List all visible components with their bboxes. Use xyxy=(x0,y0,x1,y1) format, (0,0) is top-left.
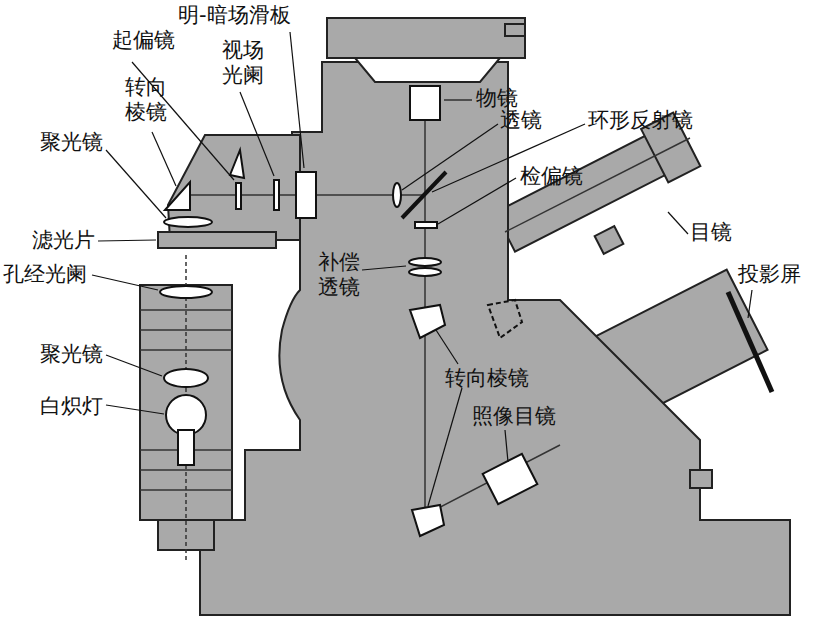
stage xyxy=(327,18,525,58)
field-diaphragm xyxy=(274,180,279,210)
turning-prism xyxy=(410,305,445,338)
part-label: 透镜 xyxy=(500,108,542,133)
part-label: 目镜 xyxy=(690,220,732,245)
part-label: 补偿 透镜 xyxy=(318,250,363,300)
turning-prism xyxy=(165,182,190,210)
aperture-diaphragm xyxy=(160,286,212,298)
stage-knob xyxy=(505,24,525,36)
part-label: 转向棱镜 xyxy=(445,366,529,391)
slide xyxy=(296,172,316,218)
analyzer xyxy=(415,222,437,228)
condenser-lens xyxy=(164,217,212,227)
part-label: 环形反射镜 xyxy=(588,108,693,133)
objective xyxy=(410,86,440,120)
knob xyxy=(690,470,712,488)
polarizer-lever xyxy=(230,150,244,178)
ring-mirror xyxy=(402,172,446,218)
part-label: 视场 光阑 xyxy=(222,38,267,88)
filter-plate xyxy=(158,232,276,248)
part-label: 物镜 xyxy=(476,86,518,111)
knob xyxy=(595,226,624,254)
turning-prism xyxy=(412,505,444,536)
leader-lines xyxy=(92,32,752,506)
ribs xyxy=(140,310,232,490)
compensating-lens xyxy=(409,258,441,266)
part-label: 孔经光阑 xyxy=(3,262,87,287)
lens xyxy=(393,183,401,207)
part-label: 滤光片 xyxy=(32,228,95,253)
compensating-lens xyxy=(409,268,441,276)
photo-eyepiece xyxy=(483,454,538,504)
condenser-lens xyxy=(164,369,208,387)
part-label: 投影屏 xyxy=(738,262,801,287)
stage-opening xyxy=(355,58,500,82)
part-label: 聚光镜 xyxy=(40,130,103,155)
optical-axis xyxy=(180,90,560,515)
optical-axis xyxy=(505,138,690,232)
part-label: 检偏镜 xyxy=(520,164,583,189)
part-label: 聚光镜 xyxy=(40,342,103,367)
part-label: 转向 棱镜 xyxy=(125,75,170,125)
part-label: 起偏镜 xyxy=(112,28,175,53)
lamp-socket xyxy=(178,430,194,465)
turning-prism xyxy=(488,300,522,338)
polarizer xyxy=(236,183,241,209)
part-label: 明-暗场滑板 xyxy=(178,3,291,28)
part-label: 照像目镜 xyxy=(472,404,556,429)
part-label: 白炽灯 xyxy=(40,394,103,419)
